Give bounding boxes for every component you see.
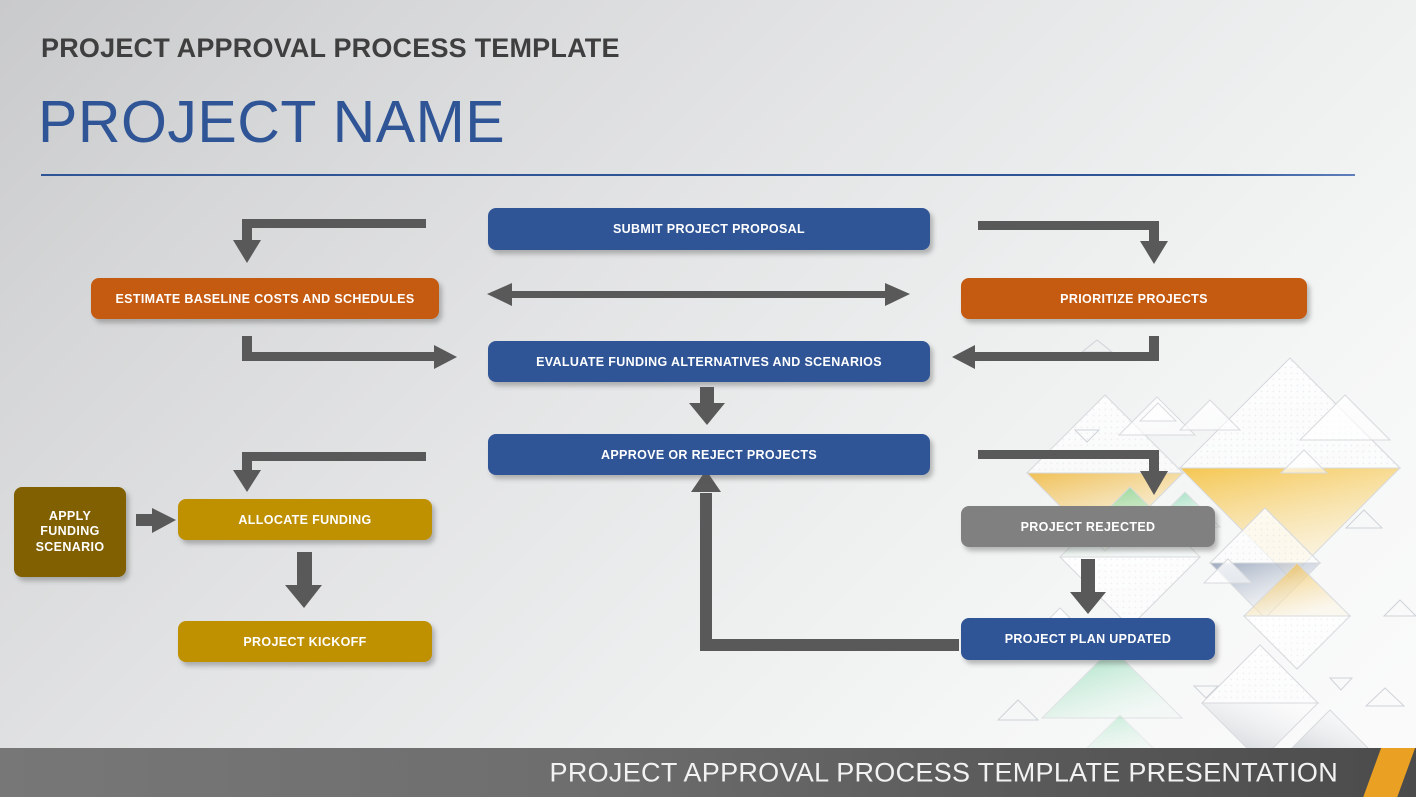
node-label: ALLOCATE FUNDING	[238, 512, 372, 527]
slide-footer-bar: PROJECT APPROVAL PROCESS TEMPLATE PRESEN…	[0, 748, 1416, 797]
node-apply-funding-scenario[interactable]: APPLY FUNDING SCENARIO	[14, 487, 126, 577]
slide-kicker-title: PROJECT APPROVAL PROCESS TEMPLATE	[41, 33, 620, 63]
node-label: PROJECT KICKOFF	[243, 634, 367, 649]
conn-allocate-to-kickoff	[285, 552, 322, 608]
node-label: EVALUATE FUNDING ALTERNATIVES AND SCENAR…	[536, 354, 882, 369]
title-divider	[41, 174, 1355, 176]
footer-accent-slash	[1359, 748, 1416, 797]
node-project-kickoff[interactable]: PROJECT KICKOFF	[178, 621, 432, 662]
node-label: PRIORITIZE PROJECTS	[1060, 291, 1208, 306]
conn-evaluate-to-approve	[689, 387, 725, 425]
conn-proposal-to-prioritize	[978, 221, 1168, 264]
node-prioritize-projects[interactable]: PRIORITIZE PROJECTS	[961, 278, 1307, 319]
node-project-plan-updated[interactable]: PROJECT PLAN UPDATED	[961, 618, 1215, 660]
conn-proposal-to-estimate	[233, 219, 426, 263]
node-approve-or-reject-projects[interactable]: APPROVE OR REJECT PROJECTS	[488, 434, 930, 475]
node-label: SUBMIT PROJECT PROPOSAL	[612, 222, 806, 236]
node-label: APPROVE OR REJECT PROJECTS	[600, 447, 818, 462]
node-project-rejected[interactable]: PROJECT REJECTED	[961, 506, 1215, 547]
conn-prioritize-to-evaluate	[952, 336, 1159, 369]
conn-approve-to-rejected	[978, 450, 1168, 495]
conn-apply-to-allocate	[136, 508, 176, 533]
page-title: PROJECT NAME	[38, 89, 506, 155]
conn-approve-to-allocate	[233, 452, 426, 492]
conn-plan-to-approve	[691, 470, 959, 651]
conn-estimate-to-evaluate	[242, 336, 457, 369]
conn-estimate-prioritize	[487, 283, 910, 306]
node-label: PROJECT REJECTED	[1020, 519, 1156, 534]
footer-title: PROJECT APPROVAL PROCESS TEMPLATE PRESEN…	[549, 757, 1338, 787]
node-label: APPLY FUNDING SCENARIO	[35, 508, 105, 554]
node-submit-project-proposal[interactable]: SUBMIT PROJECT PROPOSAL	[488, 208, 930, 250]
conn-rejected-to-plan	[1070, 559, 1106, 614]
node-estimate-baseline-costs[interactable]: ESTIMATE BASELINE COSTS AND SCHEDULES	[91, 278, 439, 319]
node-label: PROJECT PLAN UPDATED	[1004, 632, 1172, 646]
node-label: ESTIMATE BASELINE COSTS AND SCHEDULES	[115, 291, 415, 306]
node-allocate-funding[interactable]: ALLOCATE FUNDING	[178, 499, 432, 540]
node-evaluate-funding-alternatives[interactable]: EVALUATE FUNDING ALTERNATIVES AND SCENAR…	[488, 341, 930, 382]
